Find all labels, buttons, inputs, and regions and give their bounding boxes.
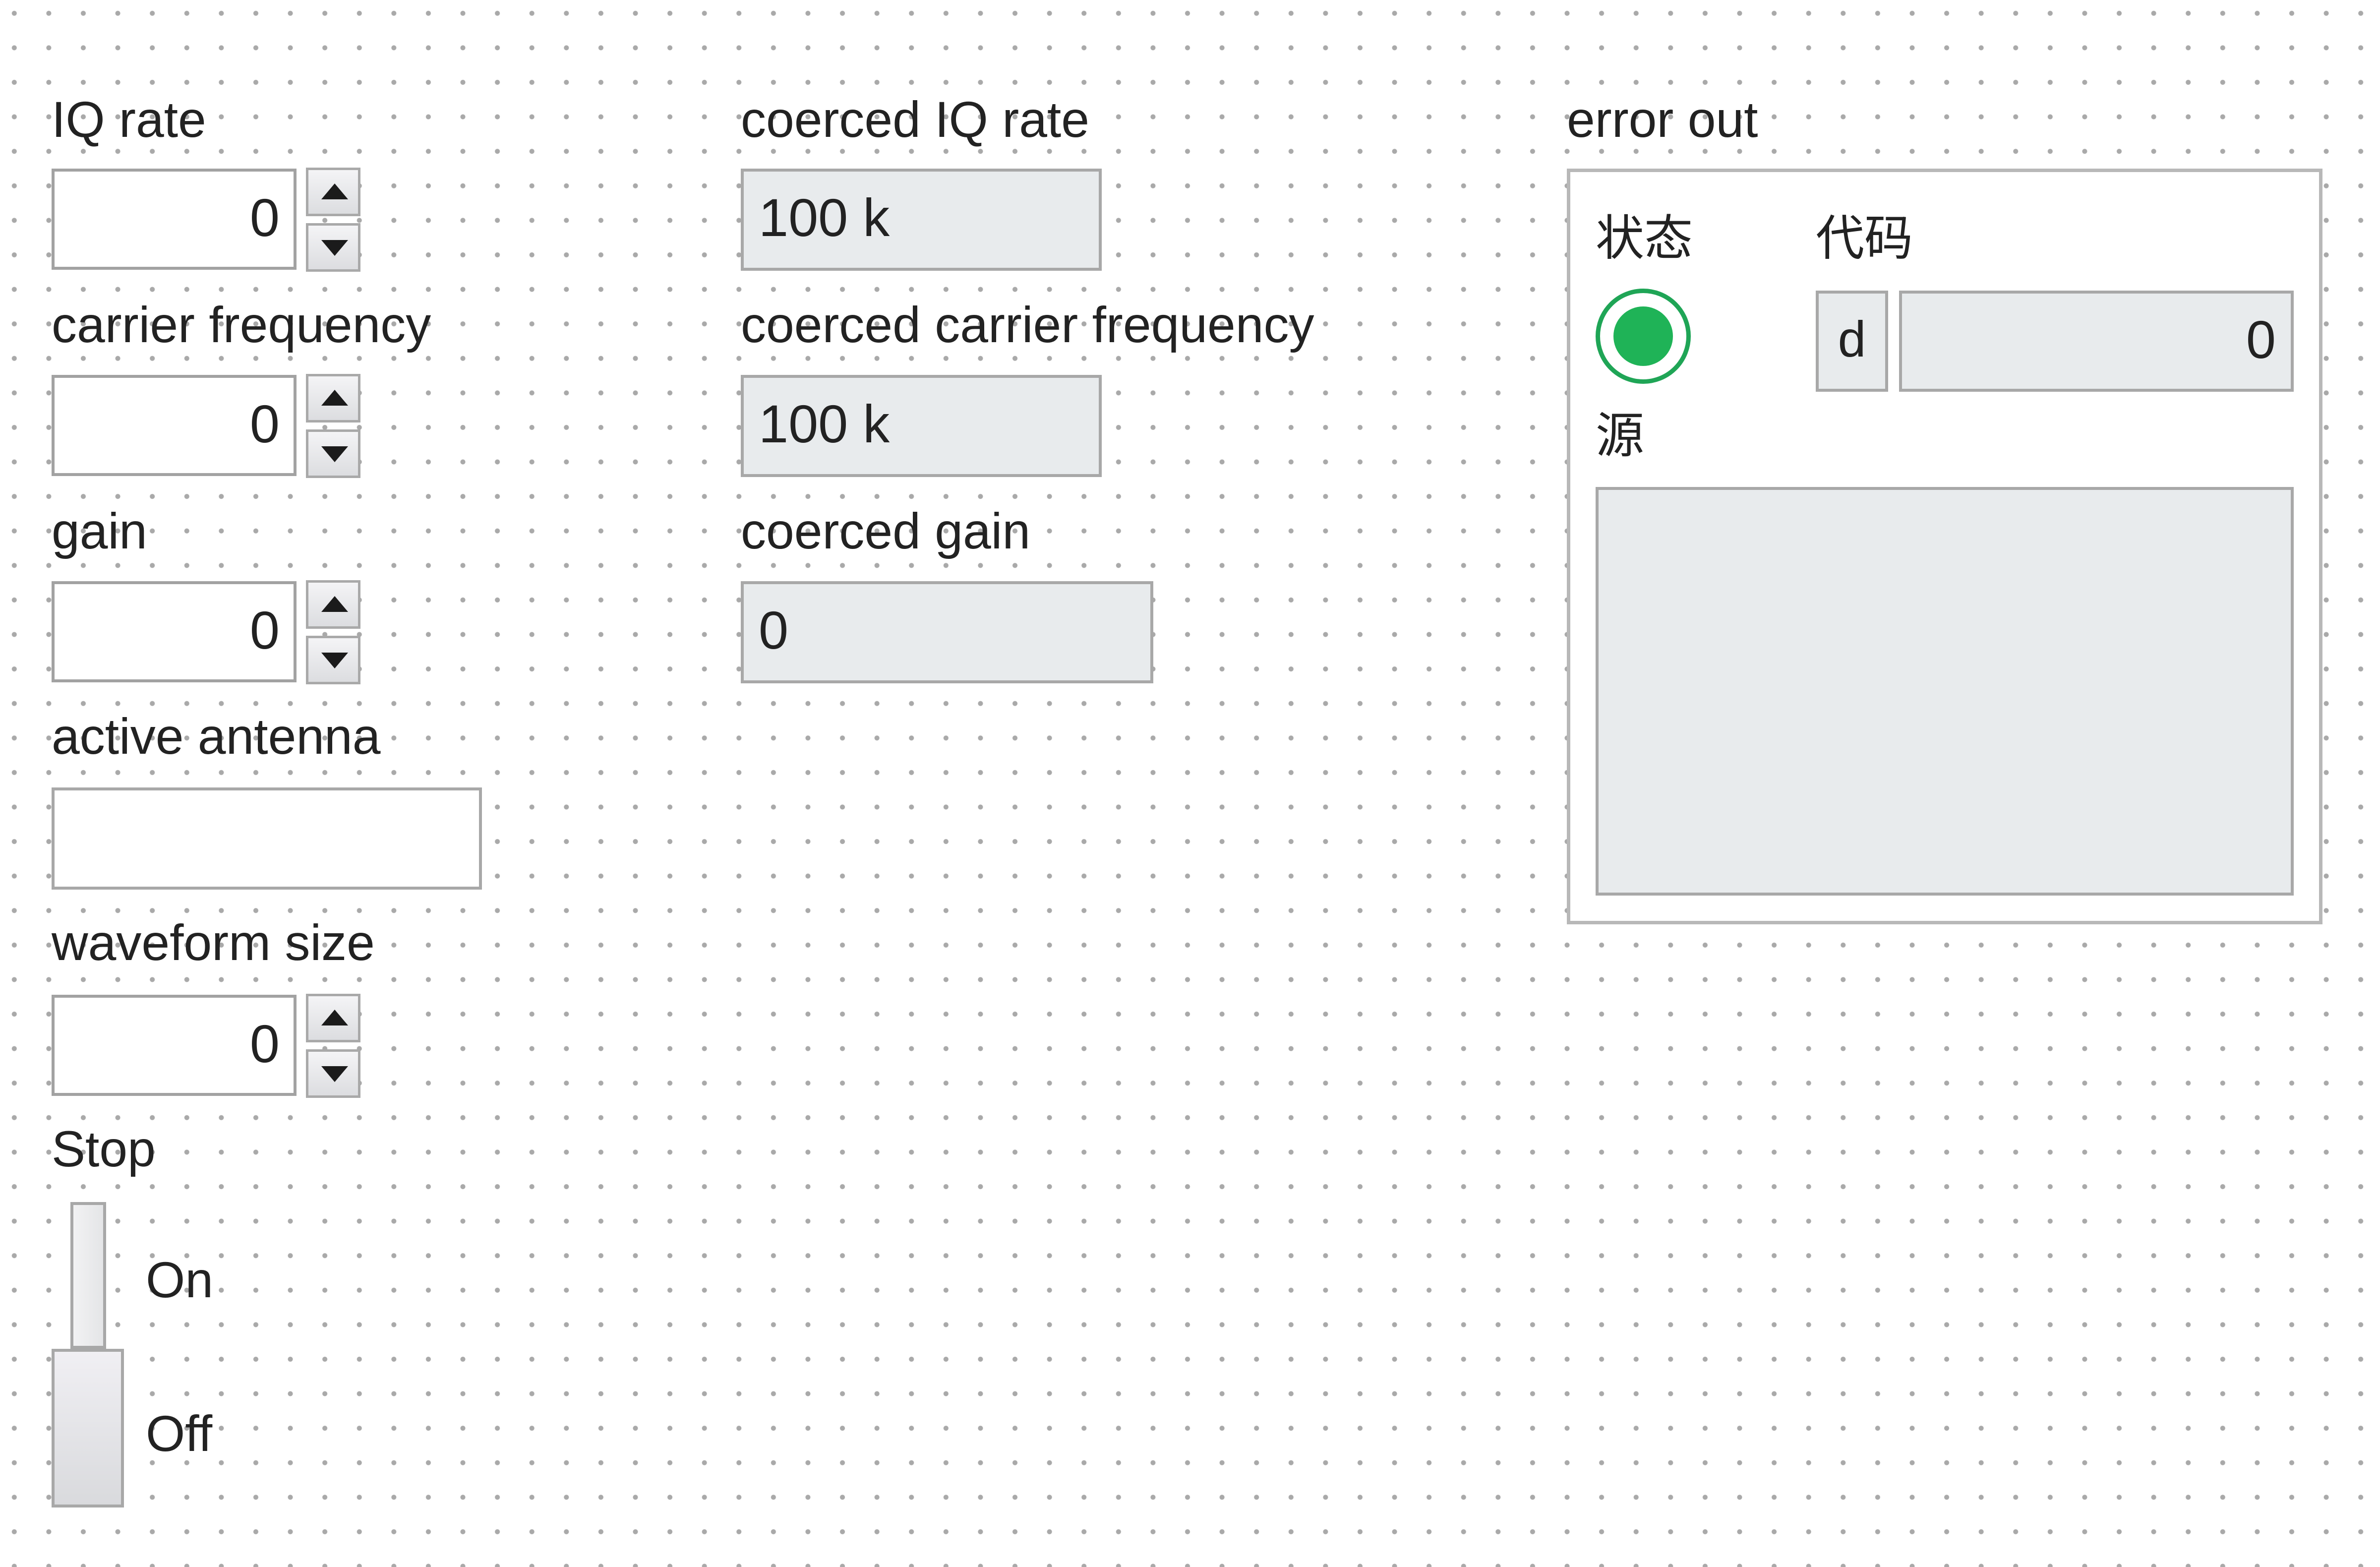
- iq-rate-decrement-button[interactable]: [306, 223, 360, 272]
- carrier-frequency-spinner: [306, 374, 360, 478]
- triangle-up-icon: [321, 1010, 348, 1025]
- active-antenna-input[interactable]: [52, 787, 482, 890]
- source-indicator: [1596, 487, 2294, 896]
- gain-label: gain: [52, 503, 147, 559]
- code-radix-indicator[interactable]: d: [1816, 291, 1888, 392]
- status-led[interactable]: [1596, 289, 1691, 384]
- status-led-indicator: [1613, 306, 1673, 366]
- iq-rate-increment-button[interactable]: [306, 168, 360, 216]
- triangle-down-icon: [321, 653, 348, 668]
- gain-input[interactable]: 0: [52, 581, 297, 682]
- coerced-iq-rate-indicator: 100 k: [741, 169, 1102, 271]
- carrier-frequency-label: carrier frequency: [52, 297, 431, 353]
- gain-spinner: [306, 580, 360, 684]
- stop-on-label: On: [146, 1252, 214, 1308]
- waveform-size-input[interactable]: 0: [52, 995, 297, 1096]
- triangle-up-icon: [321, 183, 348, 199]
- toggle-handle[interactable]: [52, 1349, 124, 1507]
- iq-rate-label: IQ rate: [52, 91, 206, 148]
- waveform-size-label: waveform size: [52, 914, 375, 971]
- toggle-track: [70, 1202, 106, 1349]
- coerced-iq-rate-label: coerced IQ rate: [741, 91, 1089, 148]
- coerced-gain-indicator: 0: [741, 581, 1153, 683]
- active-antenna-label: active antenna: [52, 708, 381, 765]
- carrier-frequency-input[interactable]: 0: [52, 375, 297, 476]
- code-indicator: 0: [1899, 291, 2294, 392]
- triangle-up-icon: [321, 390, 348, 406]
- waveform-size-increment-button[interactable]: [306, 994, 360, 1042]
- triangle-down-icon: [321, 240, 348, 256]
- source-label: 源: [1596, 408, 1645, 464]
- triangle-down-icon: [321, 1066, 348, 1082]
- iq-rate-spinner: [306, 168, 360, 272]
- carrier-frequency-decrement-button[interactable]: [306, 429, 360, 478]
- error-out-label: error out: [1567, 91, 1758, 148]
- waveform-size-decrement-button[interactable]: [306, 1049, 360, 1098]
- stop-toggle-switch[interactable]: [52, 1200, 126, 1517]
- carrier-frequency-increment-button[interactable]: [306, 374, 360, 422]
- triangle-up-icon: [321, 596, 348, 612]
- gain-increment-button[interactable]: [306, 580, 360, 629]
- status-label: 状态: [1596, 210, 1693, 267]
- stop-label: Stop: [52, 1121, 156, 1177]
- coerced-carrier-frequency-indicator: 100 k: [741, 375, 1102, 477]
- stop-off-label: Off: [146, 1405, 213, 1462]
- gain-decrement-button[interactable]: [306, 636, 360, 684]
- triangle-down-icon: [321, 446, 348, 462]
- waveform-size-spinner: [306, 994, 360, 1098]
- coerced-carrier-frequency-label: coerced carrier frequency: [741, 297, 1314, 353]
- coerced-gain-label: coerced gain: [741, 503, 1031, 559]
- iq-rate-input[interactable]: 0: [52, 169, 297, 270]
- code-label: 代码: [1816, 210, 1913, 267]
